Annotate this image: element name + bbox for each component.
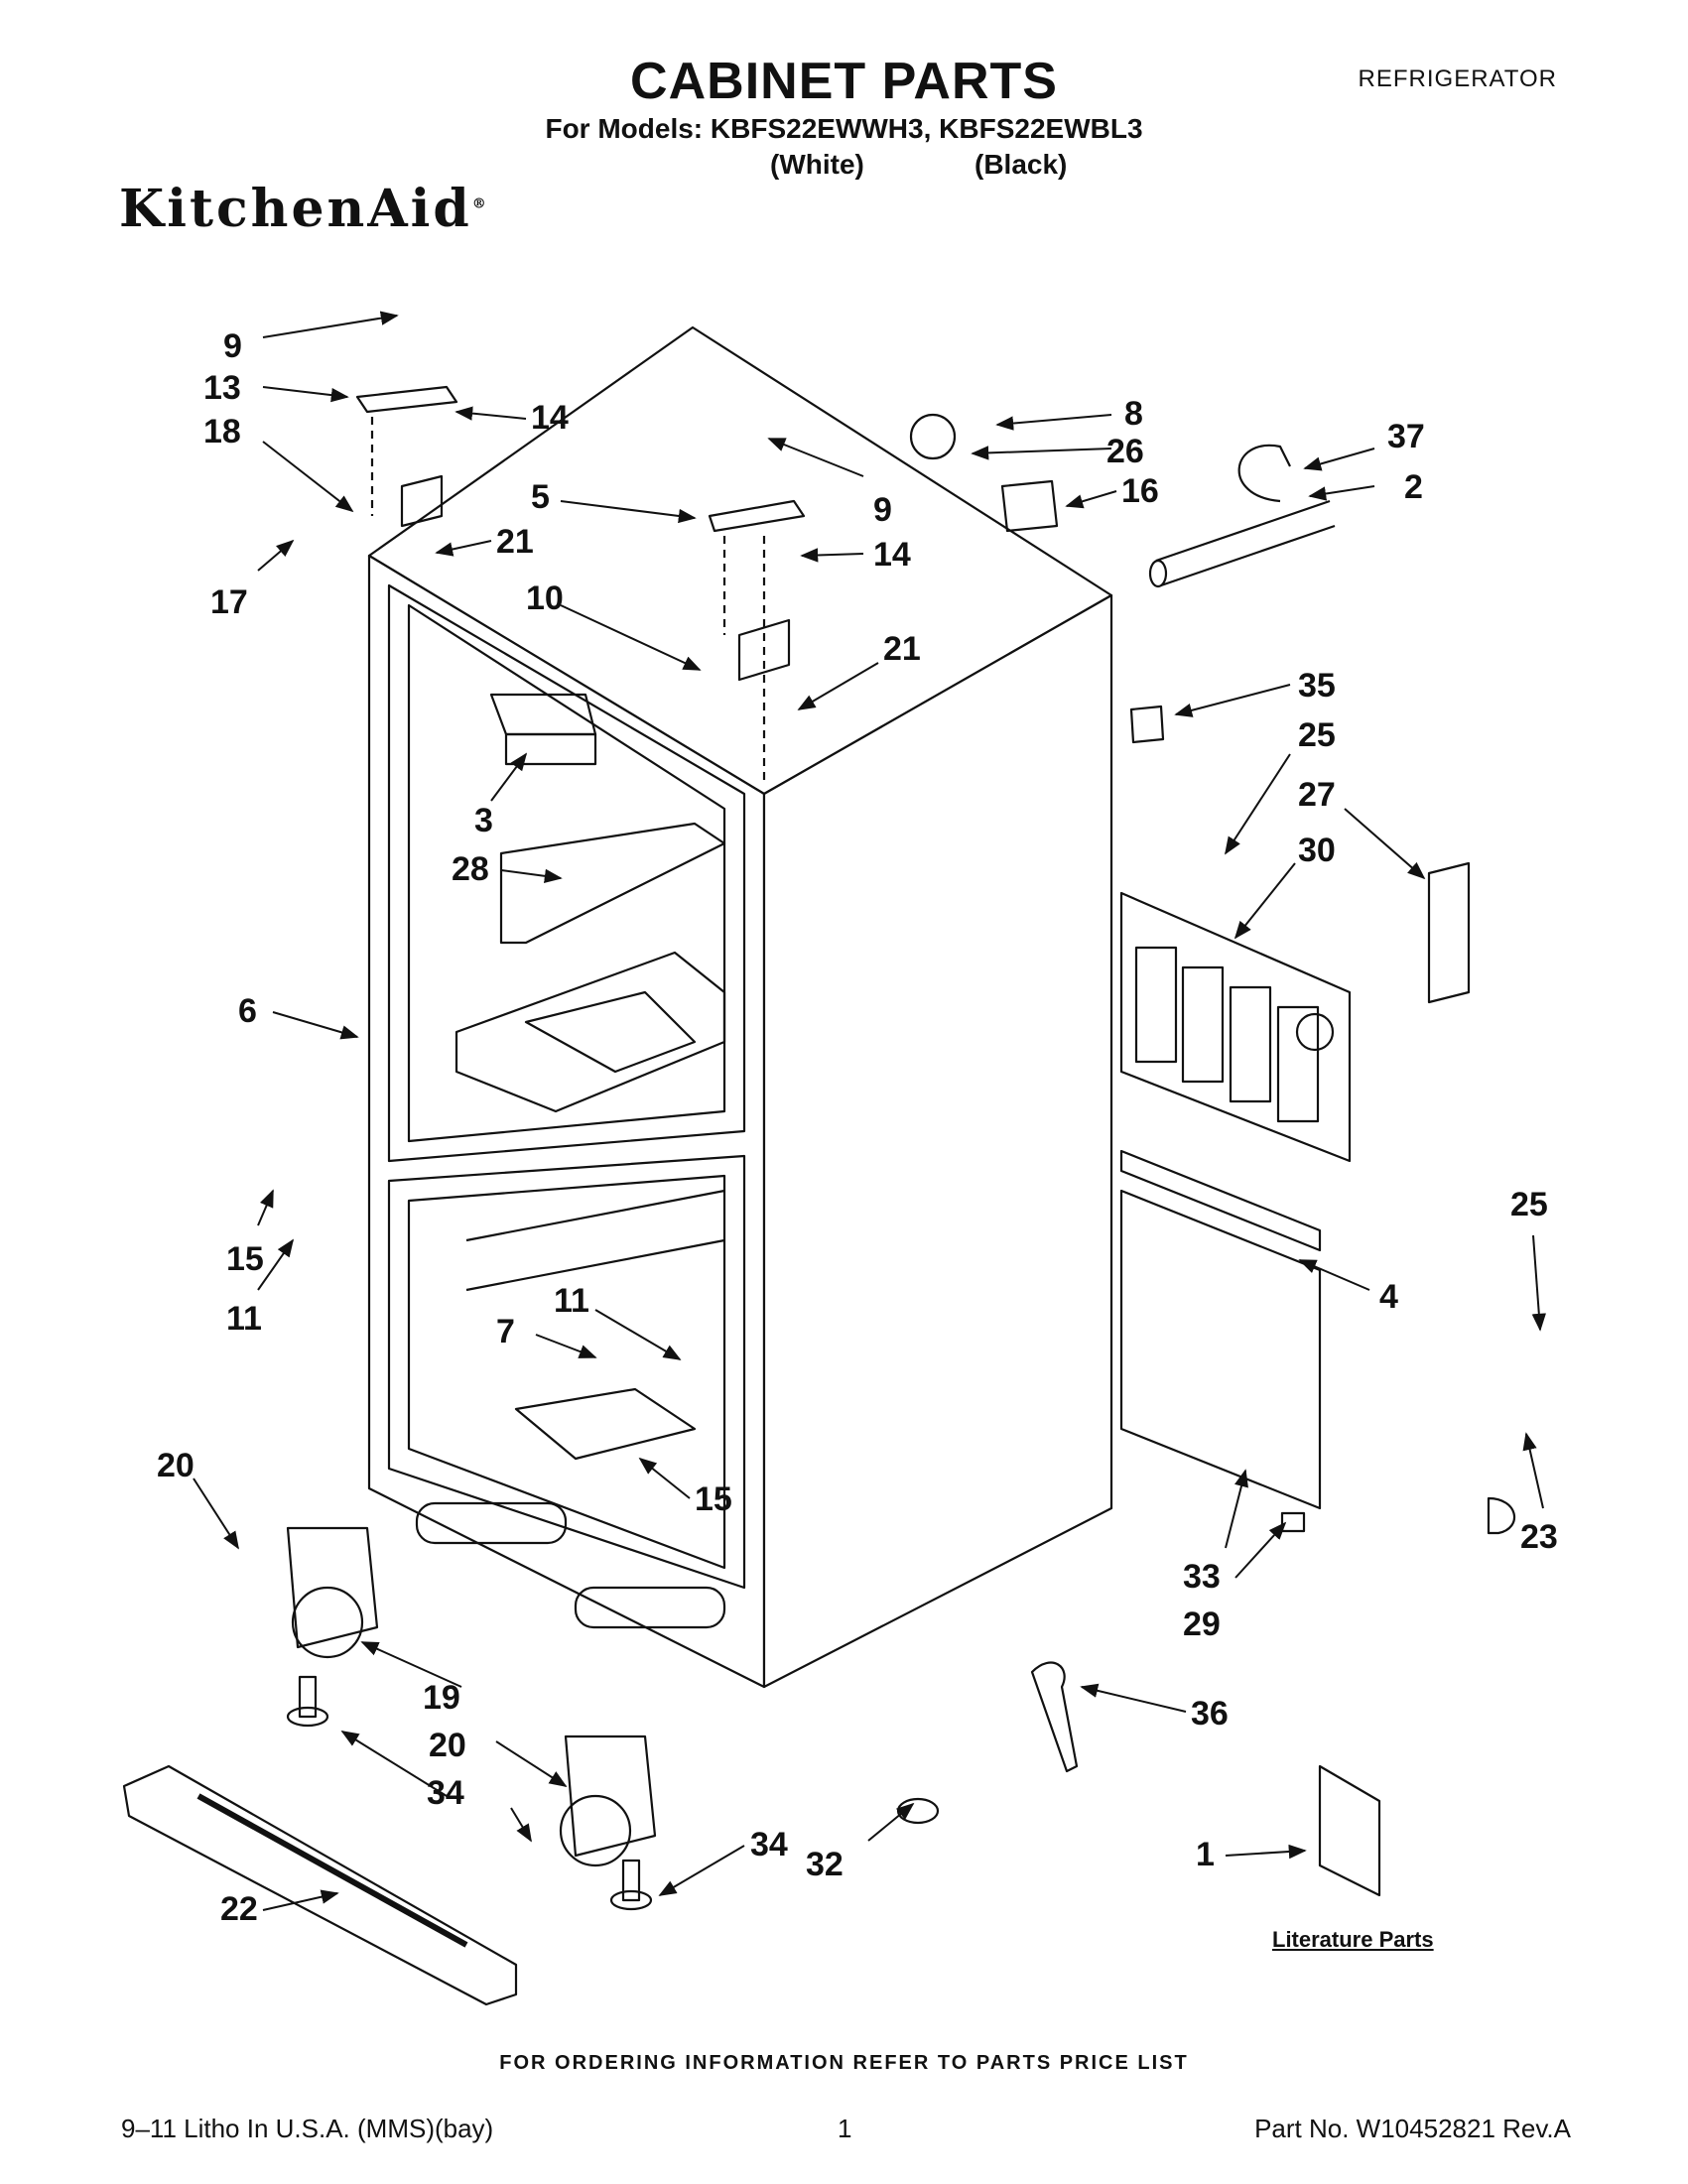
- registered-mark: ®: [471, 195, 489, 212]
- callout-15-center: 15: [695, 1480, 732, 1518]
- callout-34-left: 34: [427, 1774, 464, 1812]
- callout-5: 5: [531, 478, 550, 516]
- callout-36: 36: [1191, 1695, 1229, 1733]
- air-damper: [489, 693, 597, 766]
- literature-parts-booklet: [1318, 1764, 1381, 1897]
- callout-21-center: 21: [883, 630, 921, 668]
- callout-9-top-left: 9: [223, 327, 242, 365]
- ordering-note: FOR ORDERING INFORMATION REFER TO PARTS …: [499, 2052, 1189, 2074]
- callout-7: 7: [496, 1313, 515, 1350]
- door-stop-parts: [909, 413, 1471, 1004]
- literature-parts-label: Literature Parts: [1272, 1927, 1434, 1952]
- callout-8: 8: [1124, 395, 1143, 433]
- top-hinge-right: [708, 499, 806, 784]
- page-title: CABINET PARTS: [630, 53, 1058, 110]
- callout-20-center: 20: [429, 1727, 466, 1764]
- litho-line: 9–11 Litho In U.S.A. (MMS)(bay): [121, 2114, 494, 2143]
- cabinet-body: [367, 325, 1113, 1689]
- callout-37: 37: [1387, 418, 1425, 455]
- callout-35: 35: [1298, 667, 1336, 705]
- misc-parts: [896, 1496, 1516, 1825]
- brand-logo: KitchenAid®: [119, 179, 489, 239]
- callout-labels: 9 13 14 18 21 17 5 9 14 10 21 8 26 16 37…: [157, 327, 1558, 1928]
- callout-28: 28: [452, 850, 489, 888]
- callout-34-center: 34: [750, 1826, 788, 1863]
- callout-25-upper: 25: [1298, 716, 1336, 754]
- top-hinge-left: [355, 385, 458, 528]
- callout-11-left: 11: [226, 1300, 262, 1338]
- callout-15-left: 15: [226, 1240, 264, 1278]
- model-numbers: For Models: KBFS22EWWH3, KBFS22EWBL3: [545, 113, 1143, 144]
- leveling-rollers: [286, 1526, 657, 1911]
- callout-14-center: 14: [873, 536, 911, 574]
- callout-30: 30: [1298, 832, 1336, 869]
- callout-21-left: 21: [496, 523, 534, 561]
- callout-27: 27: [1298, 776, 1336, 814]
- callout-4: 4: [1379, 1278, 1398, 1316]
- callout-16: 16: [1121, 472, 1159, 510]
- callout-1: 1: [1196, 1836, 1215, 1873]
- callout-17: 17: [210, 583, 248, 621]
- callout-3: 3: [474, 802, 493, 839]
- callout-6: 6: [238, 992, 257, 1030]
- callout-10: 10: [526, 579, 564, 617]
- callout-11-center: 11: [554, 1282, 589, 1320]
- callout-9-center: 9: [873, 491, 892, 529]
- rear-access-panel: [1119, 891, 1352, 1510]
- callout-25-lower: 25: [1510, 1186, 1548, 1223]
- callout-19: 19: [423, 1679, 460, 1717]
- brand-logo-text: KitchenAid: [119, 179, 472, 239]
- base-grille: [122, 1764, 518, 2006]
- color-white-label: (White): [770, 149, 864, 180]
- callout-26: 26: [1106, 433, 1144, 470]
- callout-29: 29: [1183, 1606, 1221, 1643]
- page-number: 1: [838, 2114, 852, 2143]
- leader-arrows: [193, 311, 1546, 1911]
- callout-33: 33: [1183, 1558, 1221, 1596]
- callout-2: 2: [1404, 468, 1423, 506]
- callout-18: 18: [203, 413, 241, 450]
- part-number: Part No. W10452821 Rev.A: [1254, 2114, 1571, 2143]
- water-tube: [1148, 444, 1336, 588]
- callout-22: 22: [220, 1890, 258, 1928]
- color-black-label: (Black): [974, 149, 1068, 180]
- callout-32: 32: [806, 1846, 844, 1883]
- product-category: REFRIGERATOR: [1358, 65, 1557, 92]
- callout-14-left: 14: [531, 399, 569, 437]
- callout-13: 13: [203, 369, 241, 407]
- callout-23: 23: [1520, 1518, 1558, 1556]
- callout-20-left: 20: [157, 1447, 195, 1484]
